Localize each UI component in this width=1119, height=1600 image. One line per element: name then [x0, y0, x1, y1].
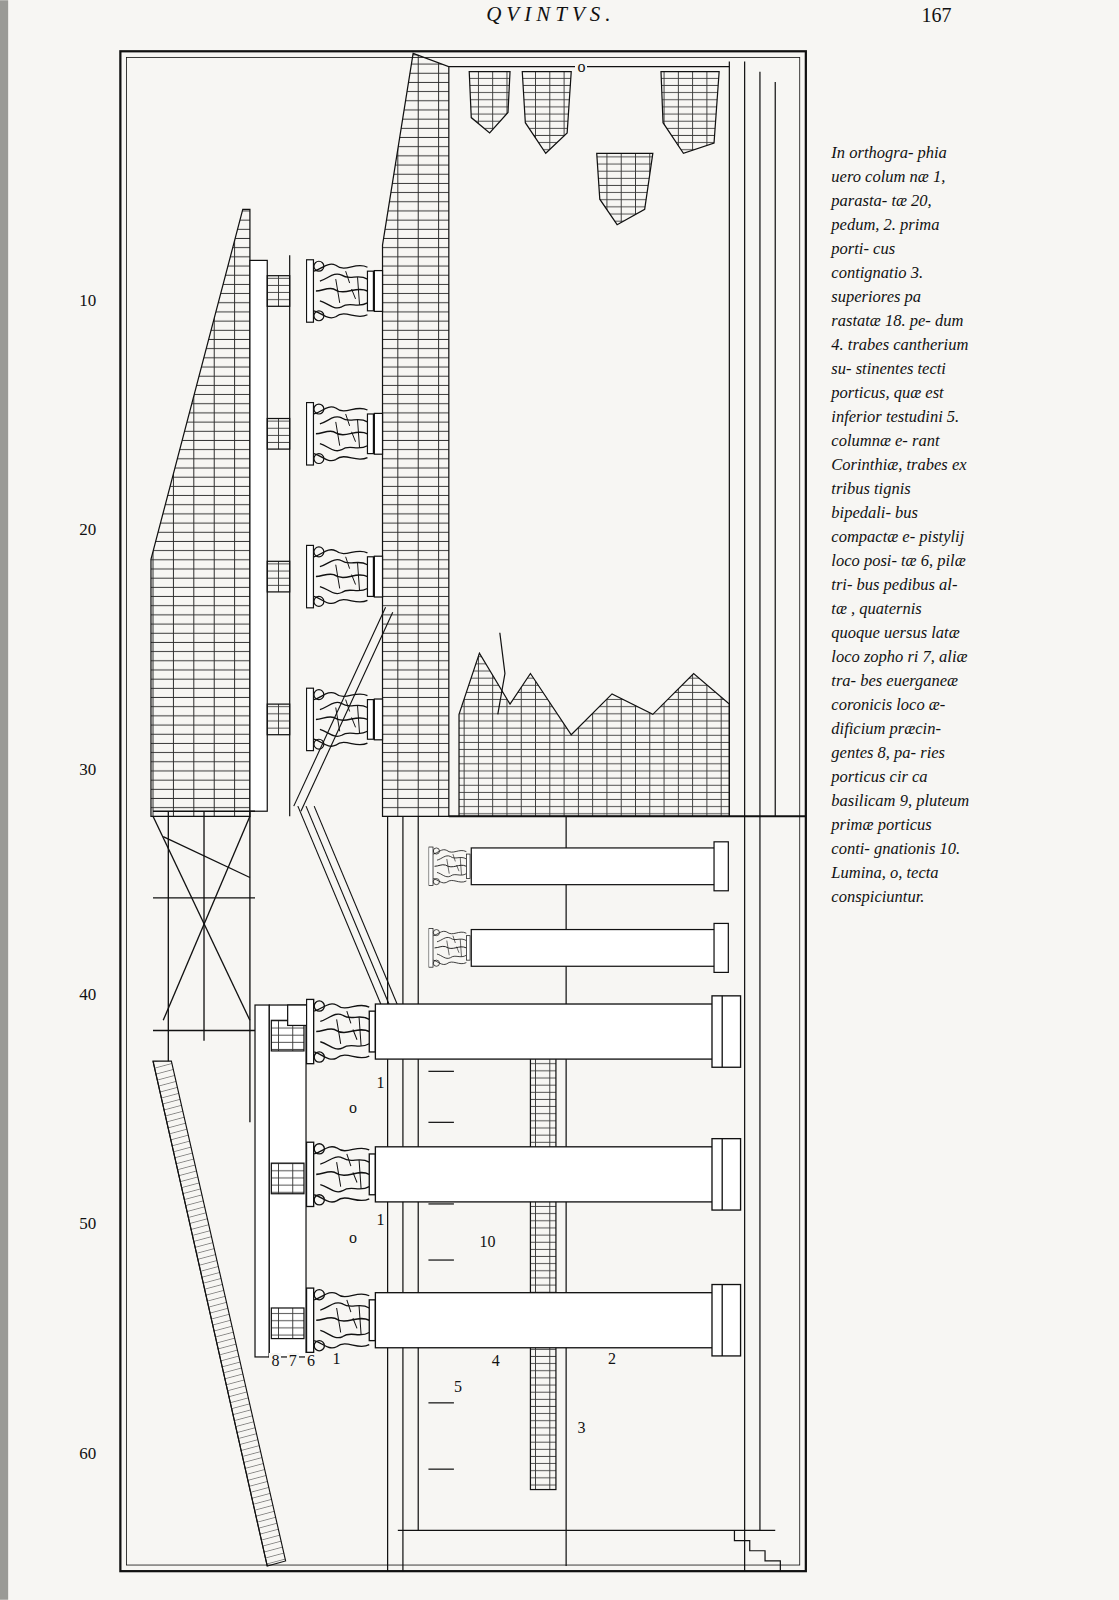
- callout-number: 10: [478, 1234, 498, 1250]
- callout-number: 1: [374, 1212, 386, 1228]
- callout-number: o: [347, 1100, 359, 1116]
- line-number: 40: [79, 985, 96, 1005]
- line-number: 20: [79, 520, 96, 540]
- upper-floor-columns: [429, 842, 729, 973]
- callout-number: 3: [575, 1420, 587, 1436]
- line-number: 30: [79, 760, 96, 780]
- lower-columns: [307, 996, 741, 1356]
- callout-number: 5: [452, 1379, 464, 1395]
- callout-number: o: [575, 59, 587, 75]
- callout-number: 4: [490, 1353, 502, 1369]
- page-number: 167: [921, 4, 951, 27]
- callout-number: o: [347, 1230, 359, 1246]
- main-wall: [383, 53, 806, 816]
- callout-number: 7: [287, 1353, 299, 1369]
- line-number: 60: [79, 1444, 96, 1464]
- page-edge: [0, 0, 8, 1599]
- entablature: [255, 1005, 310, 1357]
- callout-number: 2: [606, 1351, 618, 1367]
- plate-frame: [120, 51, 805, 1571]
- running-head: QVINTVS.: [486, 2, 615, 27]
- callout-number: 1: [374, 1075, 386, 1091]
- caption-text: In orthogra- phia uero colum næ 1, paras…: [831, 141, 973, 909]
- upper-columns: [307, 260, 383, 751]
- callout-number: 6: [305, 1353, 317, 1369]
- upper-gable: [151, 209, 290, 816]
- line-number: 10: [79, 291, 96, 311]
- callout-number: 8: [269, 1353, 281, 1369]
- callout-number: 1: [331, 1351, 343, 1367]
- line-number: 50: [79, 1214, 96, 1234]
